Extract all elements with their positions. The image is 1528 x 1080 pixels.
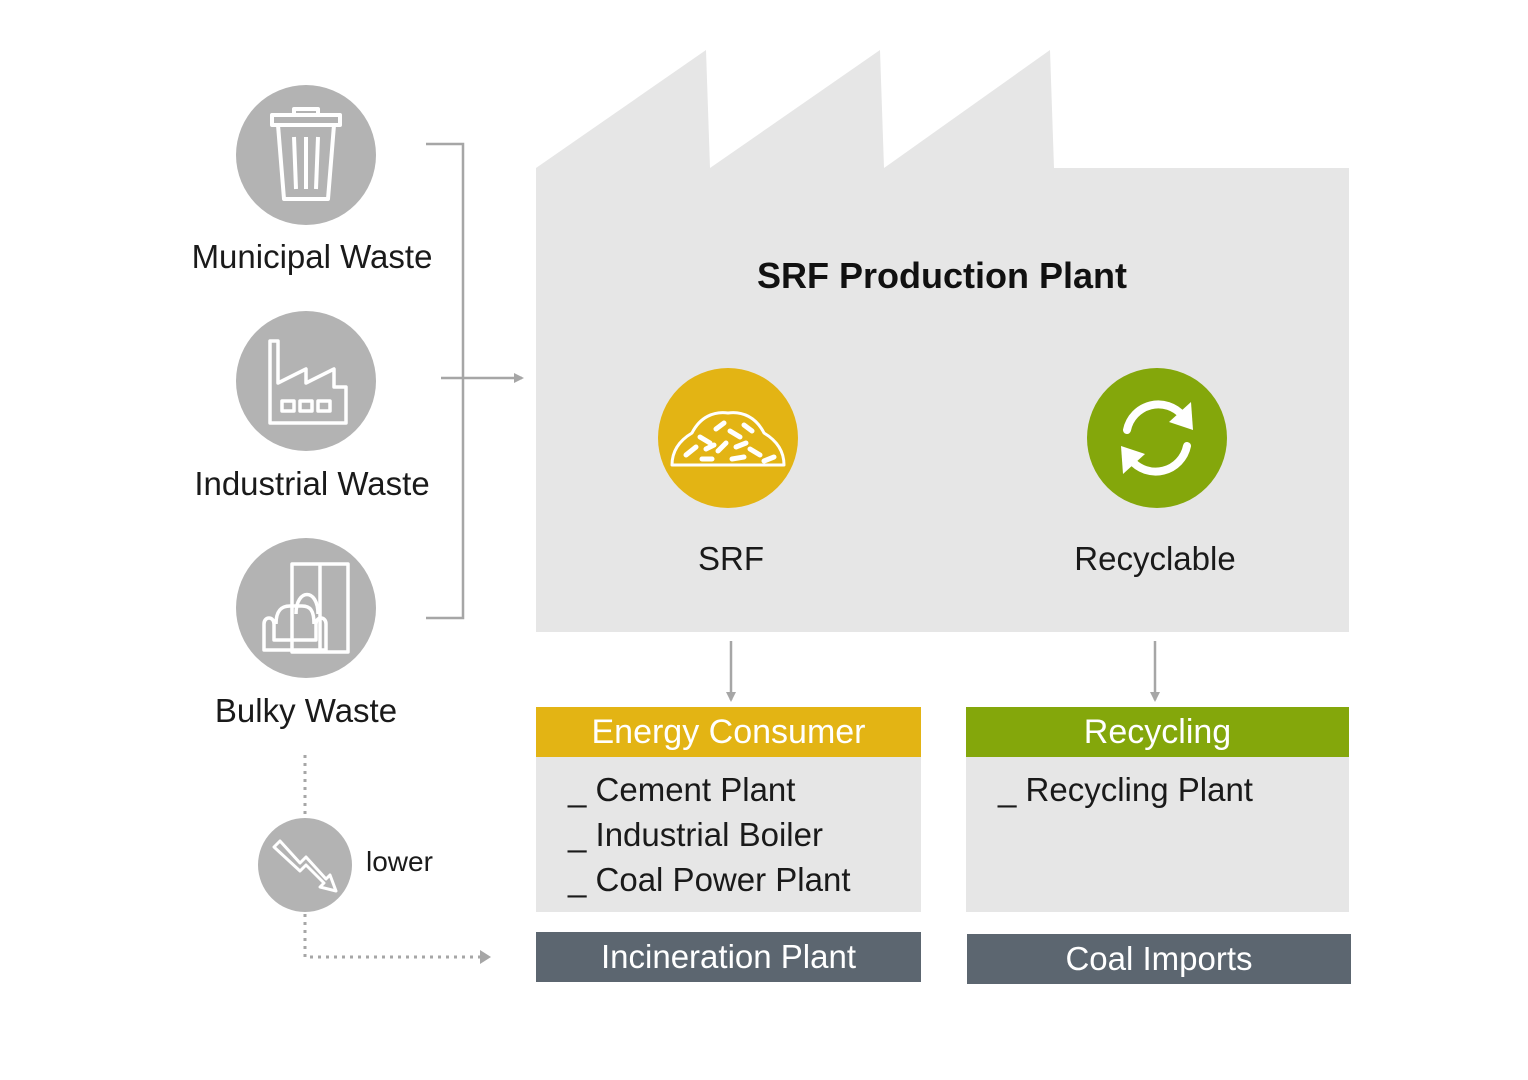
recycle-arrows-icon xyxy=(1121,400,1193,476)
recycling-item: _ Recycling Plant xyxy=(998,771,1253,808)
energy-consumer-header: Energy Consumer xyxy=(536,707,921,757)
industrial-waste-circle xyxy=(236,311,376,451)
incineration-plant-box: Incineration Plant xyxy=(536,932,921,982)
energy-consumer-item: _ Cement Plant xyxy=(568,771,796,808)
recycling-body: _ Recycling Plant xyxy=(966,757,1349,912)
trend-circle xyxy=(258,818,352,912)
product-label-srf: SRF xyxy=(698,540,764,577)
trend-down-icon xyxy=(272,839,338,893)
source-label-industrial: Industrial Waste xyxy=(194,465,430,502)
srf-circle xyxy=(658,368,798,508)
source-label-municipal: Municipal Waste xyxy=(191,238,433,275)
dotted-arrowhead xyxy=(480,950,491,964)
recycling-header: Recycling xyxy=(966,707,1349,757)
factory-icon xyxy=(268,339,348,425)
bulky-waste-circle xyxy=(236,538,376,678)
energy-consumer-body: _ Cement Plant _ Industrial Boiler _ Coa… xyxy=(536,757,921,912)
energy-consumer-item: _ Industrial Boiler xyxy=(568,816,823,853)
pellets-icon xyxy=(670,411,786,467)
trash-can-icon xyxy=(270,107,342,201)
plant-title: SRF Production Plant xyxy=(756,255,1127,296)
source-label-bulky: Bulky Waste xyxy=(214,692,398,729)
energy-consumer-item: _ Coal Power Plant xyxy=(568,861,851,898)
municipal-waste-circle xyxy=(236,85,376,225)
trend-label: lower xyxy=(366,846,433,877)
source-bracket xyxy=(426,142,465,620)
recyclable-circle xyxy=(1087,368,1227,508)
coal-imports-box: Coal Imports xyxy=(967,934,1351,984)
furniture-icon xyxy=(262,562,350,654)
product-label-recyclable: Recyclable xyxy=(1074,540,1236,577)
dotted-line-lower xyxy=(303,914,482,959)
